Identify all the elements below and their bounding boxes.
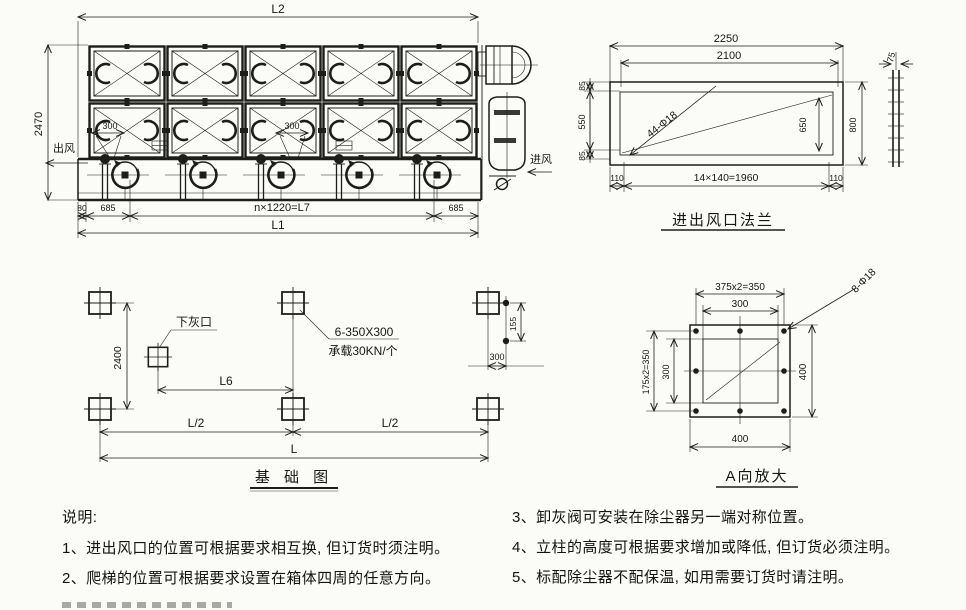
cutoff-text-remnant: [62, 602, 232, 608]
dim-label: 300: [284, 121, 299, 131]
hopper-dim-callout-2: 300: [274, 121, 310, 159]
main-elevation-view: 300 300: [33, 2, 552, 238]
dim-2250: 2250: [714, 33, 738, 45]
drop-port-label: 下灰口: [176, 315, 212, 329]
muffler: [477, 45, 538, 85]
dim-110-left: 110: [610, 173, 624, 183]
dim-label: 300: [102, 121, 117, 131]
dim-685-left: 685: [100, 203, 115, 213]
dim-bolt-span-v: 175x2=350: [641, 350, 651, 395]
valve: [495, 177, 509, 191]
dim-75: 75: [885, 51, 897, 63]
dim-l1: L1: [271, 218, 285, 232]
notes-left-column: 说明: 1、进出风口的位置可根据要求相互换, 但订货时须注明。 2、爬梯的位置可…: [62, 503, 449, 594]
flange-view-title: 进出风口法兰: [672, 212, 774, 229]
notes-heading: 说明:: [62, 509, 98, 526]
notes-right-column: 3、卸灰阀可安装在除尘器另一端对称位置。 4、立柱的高度可根据要求增加或降低, …: [512, 503, 899, 593]
flange-view: 44-Φ18 2250 2100 85 550 85 650 800: [577, 33, 913, 231]
dim-bolt-span-h: 375x2=350: [715, 282, 765, 293]
dim-opening-h: 300: [732, 299, 749, 310]
foundation-plan-title: 基 础 图: [255, 469, 333, 486]
dim-550: 550: [577, 114, 587, 129]
dim-110-right: 110: [829, 173, 843, 183]
dim-l6: L6: [219, 374, 233, 388]
dim-155: 155: [508, 317, 518, 331]
dim-80: 80: [77, 203, 87, 213]
dim-85-bottom: 85: [577, 151, 587, 161]
dim-85-top: 85: [577, 81, 587, 91]
bolt-callout: 44-Φ18: [645, 109, 680, 140]
dim-half-l-left: L/2: [188, 416, 205, 430]
dim-300: 300: [489, 352, 504, 362]
note-line: 1、进出风口的位置可根据要求相互换, 但订货时须注明。: [62, 540, 450, 557]
detail-a-view: 8-Φ18 375x2=350 300 175x2=350 300 400 40…: [641, 266, 879, 488]
inlet-duct: [488, 92, 526, 191]
note-line: 3、卸灰阀可安装在除尘器另一端对称位置。: [512, 509, 814, 526]
dim-overall-h: 400: [732, 434, 749, 445]
hopper-dim-callout-1: 300: [90, 121, 126, 159]
foundation-plan: 2400 下灰口 6-350X300 承载30KN/个 L6 L/2 L/2 L…: [83, 286, 544, 492]
dim-opening-v: 300: [661, 364, 671, 379]
dim-2100: 2100: [717, 50, 741, 62]
detail-a-title: A向放大: [725, 468, 788, 485]
dim-fan-pitch: n×1220=L7: [254, 202, 310, 214]
dim-800: 800: [848, 117, 858, 132]
pad-callout-line2: 承载30KN/个: [328, 344, 397, 358]
dim-685-right: 685: [448, 203, 463, 213]
note-line: 2、爬梯的位置可根据要求设置在箱体四周的任意方向。: [62, 570, 441, 587]
note-line: 4、立柱的高度可根据要求增加或降低, 但订货必须注明。: [512, 539, 900, 556]
note-line: 5、标配除尘器不配保温, 如用需要订货时请注明。: [512, 569, 854, 586]
flange-section: 75: [879, 51, 913, 167]
anchor-bolt-detail: 300 155: [468, 296, 544, 370]
dim-l2: L2: [271, 2, 285, 16]
dim-l: L: [291, 442, 298, 456]
dim-hole-pitch: 14×140=1960: [694, 172, 759, 184]
dim-2470: 2470: [33, 112, 45, 136]
bolt-callout: 8-Φ18: [849, 266, 878, 295]
outlet-label: 出风: [53, 141, 75, 155]
dim-half-l-right: L/2: [382, 416, 399, 430]
inlet-label: 进风: [530, 153, 552, 166]
dim-650: 650: [798, 117, 808, 132]
pad-callout-line1: 6-350X300: [335, 325, 394, 339]
dim-overall-v: 400: [798, 363, 809, 380]
dim-2400: 2400: [112, 346, 124, 370]
